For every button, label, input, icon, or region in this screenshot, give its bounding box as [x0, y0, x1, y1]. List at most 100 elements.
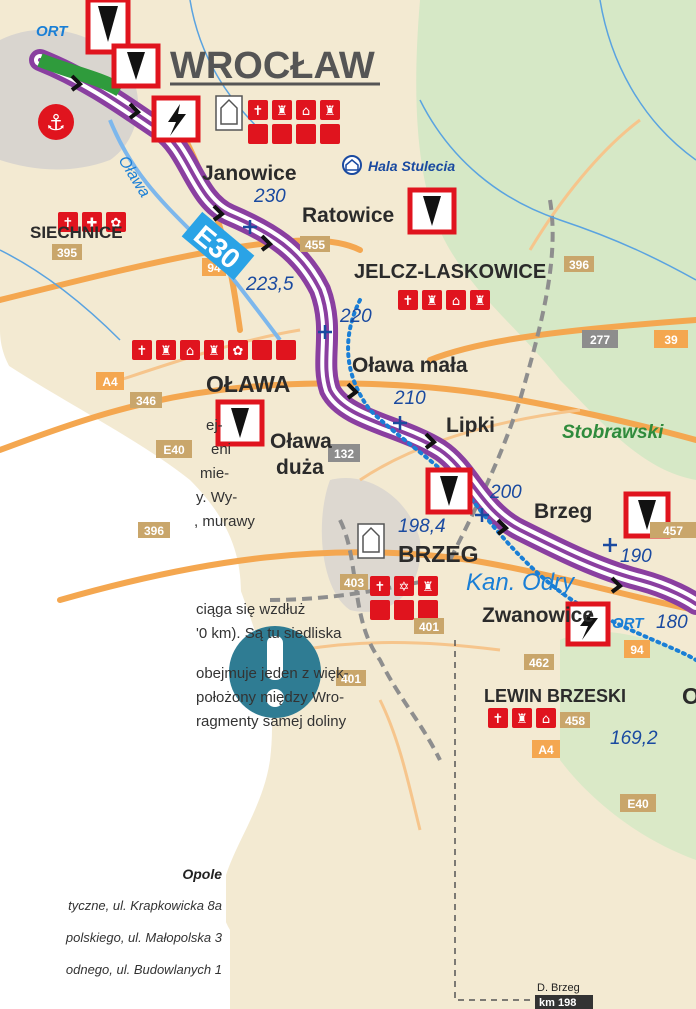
svg-text:✿: ✿: [233, 344, 244, 359]
km-210: 210: [393, 388, 426, 409]
svg-text:⌂: ⌂: [186, 344, 194, 359]
place-stobrawski: Stobrawski: [562, 422, 664, 443]
city-lewin-brzeski: LEWIN BRZESKI: [484, 686, 626, 706]
canal-label: Kan. Odry: [466, 569, 576, 596]
exclamation-icon: [229, 626, 321, 718]
road-457: 457: [663, 524, 683, 538]
text-fragment: eni: [211, 441, 232, 458]
text-fragment: ej-: [206, 417, 223, 434]
svg-text:♜: ♜: [426, 294, 438, 309]
road-462: 462: [529, 656, 549, 670]
city-wroclaw: WROCŁAW: [170, 45, 375, 87]
km-169-2: 169,2: [610, 728, 658, 749]
gauge-name: D. Brzeg: [537, 982, 580, 994]
place-hala-stulecia: Hala Stulecia: [368, 158, 455, 174]
km-markers: [243, 220, 617, 552]
place-lipki: Lipki: [446, 414, 495, 437]
svg-text:♜: ♜: [160, 344, 172, 359]
ort-label: ORT: [36, 23, 69, 40]
road-e40: E40: [163, 443, 185, 457]
city-brzeg: BRZEG: [398, 541, 479, 567]
text-fragment: ciąga się wzdłuż: [196, 601, 306, 618]
text-fragment: y. Wy-: [196, 489, 238, 506]
info-title: Opole: [182, 866, 222, 882]
svg-text:♜: ♜: [516, 712, 528, 727]
road-396: 396: [569, 258, 589, 272]
road-395: 395: [57, 246, 77, 260]
road-396: 396: [144, 524, 164, 538]
place-zwanowice: Zwanowice: [482, 604, 594, 627]
svg-text:✝: ✝: [137, 344, 148, 359]
city-olawa: OŁAWA: [206, 371, 290, 397]
place-brzeg-port: Brzeg: [534, 500, 592, 523]
svg-text:♜: ♜: [208, 344, 220, 359]
km-223-5: 223,5: [245, 274, 294, 295]
danger-markers: [85, 0, 671, 539]
direction-chevrons: [70, 74, 624, 594]
svg-text:♜: ♜: [276, 104, 288, 119]
info-line: tyczne, ul. Krapkowicka 8a: [68, 898, 222, 913]
km-220: 220: [339, 306, 372, 327]
svg-text:⌂: ⌂: [452, 294, 460, 309]
road-401: 401: [419, 620, 439, 634]
km-180: 180: [656, 612, 688, 633]
km-198-4: 198,4: [398, 516, 446, 537]
road-39: 39: [664, 333, 678, 347]
place-olawa-mala: Oława mała: [352, 354, 468, 377]
place-ratowice: Ratowice: [302, 204, 394, 227]
info-line: polskiego, ul. Małopolska 3: [65, 930, 222, 945]
svg-text:⚓: ⚓: [46, 111, 66, 136]
place-janowice: Janowice: [202, 162, 297, 185]
ort-label: ORT: [612, 615, 645, 632]
svg-text:✝: ✝: [403, 294, 414, 309]
svg-text:✝: ✝: [375, 580, 386, 595]
road-badges: [52, 236, 696, 812]
gauge-km: km 198: [539, 997, 576, 1009]
svg-text:⌂: ⌂: [302, 104, 310, 119]
text-fragment: mie-: [200, 465, 230, 482]
road-346: 346: [136, 394, 156, 408]
city-jelcz-laskowice: JELCZ-LASKOWICE: [354, 261, 546, 283]
city-edge: O: [682, 683, 696, 709]
svg-text:✡: ✡: [399, 580, 410, 595]
svg-text:✝: ✝: [253, 104, 264, 119]
km-200: 200: [489, 482, 522, 503]
gauge-leader-line: [454, 640, 530, 1001]
canal-line: [346, 298, 696, 662]
svg-text:♜: ♜: [422, 580, 434, 595]
anchor-icon: ⚓: [38, 104, 74, 140]
info-line: odnego, ul. Budowlanych 1: [65, 962, 222, 977]
svg-text:✝: ✝: [63, 216, 74, 231]
lightning-icon: [151, 95, 611, 647]
road-badge-labels: 455 395 94 396 277 39 A4 346 E40 132 396…: [57, 238, 683, 811]
text-panel: [0, 360, 241, 1009]
road-94: 94: [630, 643, 644, 657]
road-a4: A4: [102, 375, 118, 389]
svg-text:♜: ♜: [474, 294, 486, 309]
text-fragment: ragmenty samej doliny: [196, 713, 347, 730]
gauge-label: D. Brzeg km 198: [535, 982, 593, 1009]
place-olawa-duza: Oława: [270, 430, 332, 453]
attraction-icons: [58, 100, 556, 728]
text-fragment: , murawy: [194, 513, 255, 530]
forest-area: [560, 631, 696, 860]
road-403: 403: [344, 576, 364, 590]
road-a4: A4: [538, 743, 554, 757]
svg-text:✝: ✝: [493, 712, 504, 727]
monument-icon: [215, 95, 385, 559]
road-401: 401: [341, 672, 361, 686]
km-190: 190: [620, 546, 652, 567]
attraction-glyphs: ✝♜⌂♜ ✝✚✿ ✝♜⌂♜ ✝♜⌂♜✿ ✝✡♜ ✝♜⌂: [63, 104, 551, 727]
road-132: 132: [334, 447, 354, 461]
text-fragment: położony między Wro-: [196, 689, 345, 706]
road-e40: E40: [627, 797, 649, 811]
svg-text:⌂: ⌂: [542, 712, 550, 727]
odra-route: [29, 49, 696, 615]
road-455: 455: [305, 238, 325, 252]
road-277: 277: [590, 333, 610, 347]
svg-text:✿: ✿: [111, 216, 122, 231]
forest-area: [416, 0, 696, 480]
text-fragment: '0 km). Są tu siedliska: [196, 625, 342, 642]
unesco-icon: [342, 155, 362, 175]
